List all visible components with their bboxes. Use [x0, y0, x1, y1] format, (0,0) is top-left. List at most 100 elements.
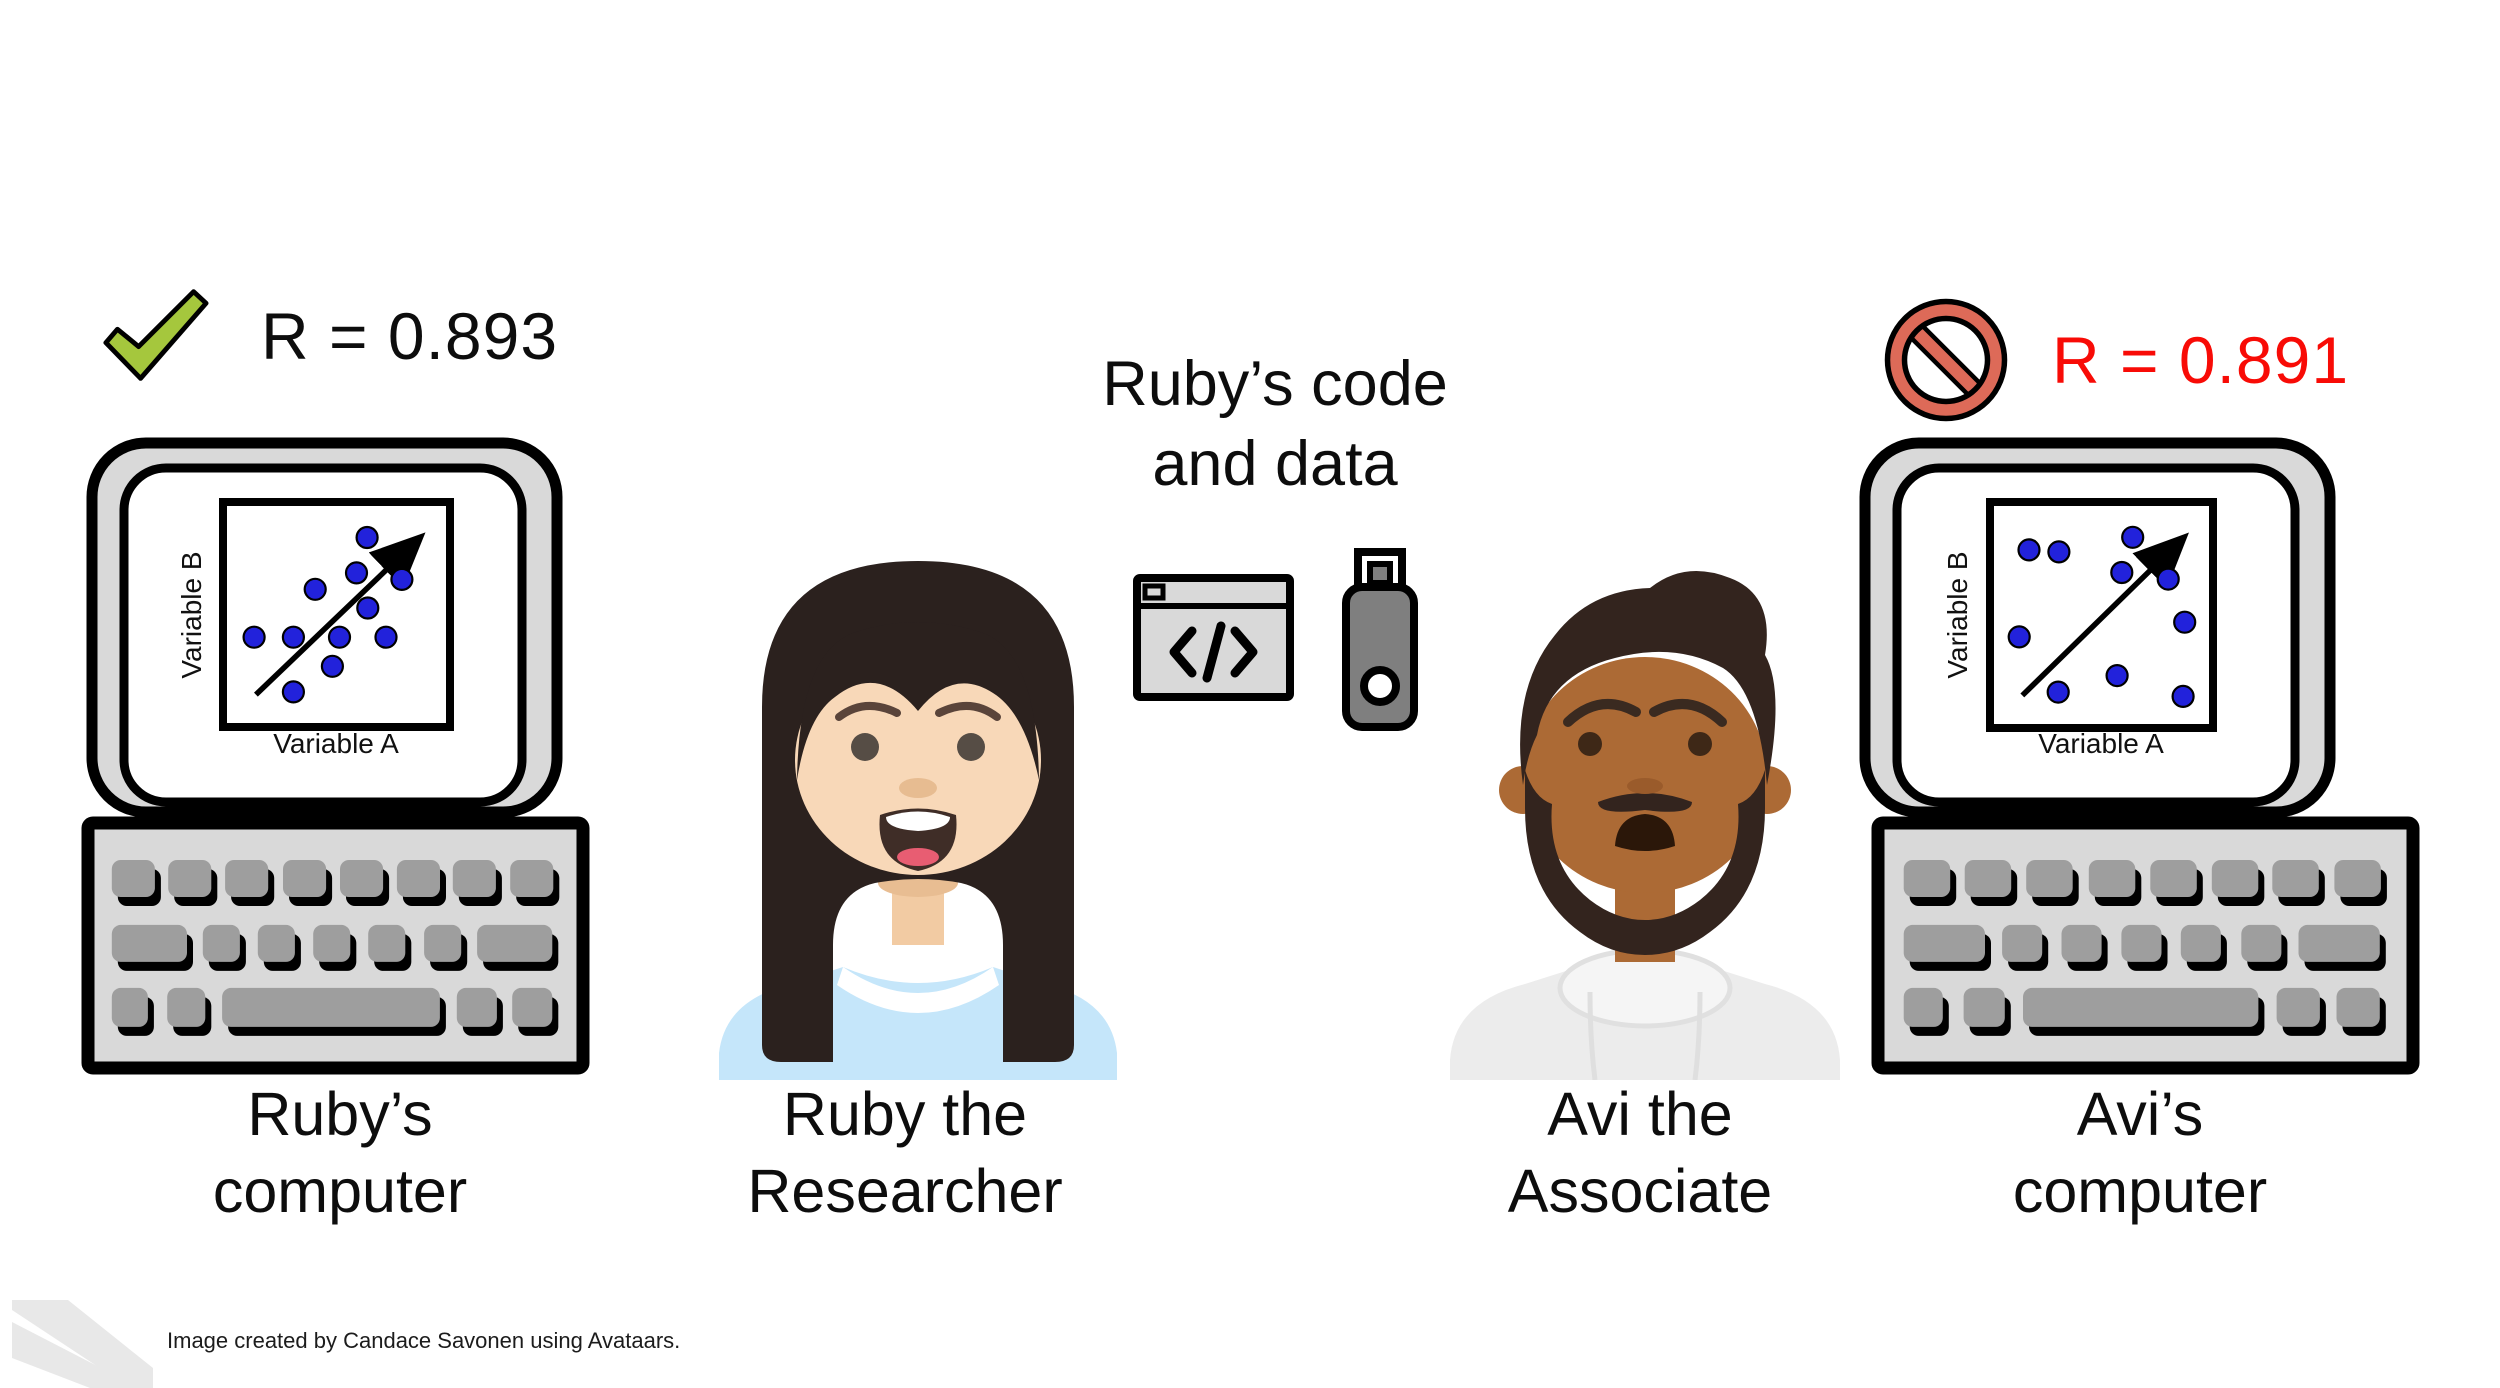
ruby-collar [837, 967, 999, 1013]
keyboard-key [1903, 860, 1951, 897]
keyboard-key [257, 924, 295, 962]
y-axis-label: Variable B [176, 551, 207, 678]
check-icon [103, 289, 209, 381]
x-axis-label: Variable A [2038, 728, 2164, 759]
credit-text: Image created by Candace Savonen using A… [167, 1328, 681, 1353]
y-axis-label: Variable B [1942, 551, 1973, 678]
ruby-avatar [719, 561, 1117, 1080]
center-caption-line1: Ruby’s code [1102, 349, 1448, 419]
label-avi-computer-line2: computer [2012, 1157, 2268, 1225]
avi-eye-right [1688, 732, 1712, 756]
keyboard-key [283, 860, 327, 897]
data-point [2121, 525, 2145, 549]
keyboard-key [456, 987, 497, 1027]
keyboard-key [111, 924, 187, 962]
ruby-face [795, 645, 1041, 875]
keyboard-key [2026, 860, 2073, 897]
keyboard-key [1903, 987, 1943, 1027]
keyboard-key [167, 987, 206, 1027]
data-point [390, 567, 414, 591]
keyboard-key [168, 860, 212, 897]
keyboard-key [1964, 860, 2012, 897]
keyboard-key [225, 860, 269, 897]
data-point [2047, 540, 2071, 564]
keyboard-key [2180, 924, 2221, 962]
avi-mustache [1598, 793, 1692, 812]
data-point [355, 525, 379, 550]
ruby-bangs [797, 622, 1039, 780]
center-caption-line2: and data [1152, 429, 1398, 499]
keyboard-key [2150, 860, 2197, 897]
avi-hair [1520, 570, 1776, 785]
data-point [344, 561, 369, 585]
label-avi-name: Avi the Associate [1415, 1076, 1865, 1230]
data-point [2173, 610, 2197, 634]
avi-face [1523, 657, 1767, 893]
avi-r-value: R = 0.891 [2052, 323, 2350, 397]
keyboard-key [2211, 860, 2259, 897]
ruby-nose [899, 778, 937, 798]
keyboard-key [340, 860, 384, 897]
keyboard-key [202, 924, 240, 962]
keyboard-key [452, 860, 496, 897]
ruby-r-value: R = 0.893 [261, 298, 559, 373]
keyboard-key [2121, 924, 2162, 962]
data-point [2156, 567, 2180, 591]
label-ruby-computer-line1: Ruby’s [247, 1080, 433, 1148]
keyboard-key [424, 924, 462, 962]
ruby-eye-left [851, 733, 879, 761]
keyboard-key [2061, 924, 2102, 962]
keyboard-key [1903, 924, 1985, 962]
label-ruby-name-line1: Ruby the [782, 1080, 1028, 1148]
label-ruby-name: Ruby the Researcher [680, 1076, 1130, 1230]
keyboard-key [111, 987, 148, 1027]
keyboard-key [2088, 860, 2136, 897]
avi-avatar [1450, 570, 1840, 1080]
corner-logo [12, 1300, 153, 1388]
keyboard-key [510, 860, 554, 897]
ruby-result-group: R = 0.893 [103, 288, 558, 383]
data-point [2007, 625, 2031, 649]
data-point [2046, 680, 2070, 704]
data-point [2171, 684, 2195, 708]
keyboard-key [2336, 987, 2380, 1027]
avi-result-group: R = 0.891 [1884, 296, 2349, 424]
label-avi-computer: Avi’s computer [1915, 1076, 2365, 1230]
code-window-icon [1133, 574, 1294, 701]
keyboard-key [477, 924, 553, 962]
data-point [2110, 560, 2134, 585]
avi-laptop: Variable B Variable A [1859, 437, 2420, 1075]
trend-arrow [2020, 532, 2189, 698]
keyboard-key [222, 987, 440, 1027]
data-point [303, 577, 327, 601]
keyboard-key [512, 987, 553, 1027]
avi-mouth [1615, 814, 1675, 851]
keyboard-key [2241, 924, 2282, 962]
trend-arrow [254, 532, 426, 697]
keyboard-key [2276, 987, 2320, 1027]
keyboard-key [2334, 860, 2381, 897]
label-ruby-name-line2: Researcher [747, 1157, 1063, 1225]
data-point [242, 625, 266, 649]
label-avi-name-line1: Avi the [1547, 1080, 1733, 1148]
data-point [327, 625, 352, 649]
avi-nose [1627, 778, 1663, 794]
keyboard-key [111, 860, 155, 897]
usb-drive-icon [1342, 548, 1418, 731]
avi-eye-left [1578, 732, 1602, 756]
data-point [356, 596, 380, 620]
data-point [2105, 664, 2129, 688]
label-avi-name-line2: Associate [1507, 1157, 1773, 1225]
keyboard-key [368, 924, 406, 962]
label-avi-computer-line1: Avi’s [2076, 1080, 2204, 1148]
prohibition-icon [1884, 298, 2008, 422]
ruby-eye-right [957, 733, 985, 761]
data-point [320, 654, 344, 678]
keyboard-key [396, 860, 440, 897]
label-ruby-computer: Ruby’s computer [115, 1076, 565, 1230]
data-point [374, 625, 398, 649]
keyboard-key [2298, 924, 2380, 962]
data-point [281, 680, 305, 704]
